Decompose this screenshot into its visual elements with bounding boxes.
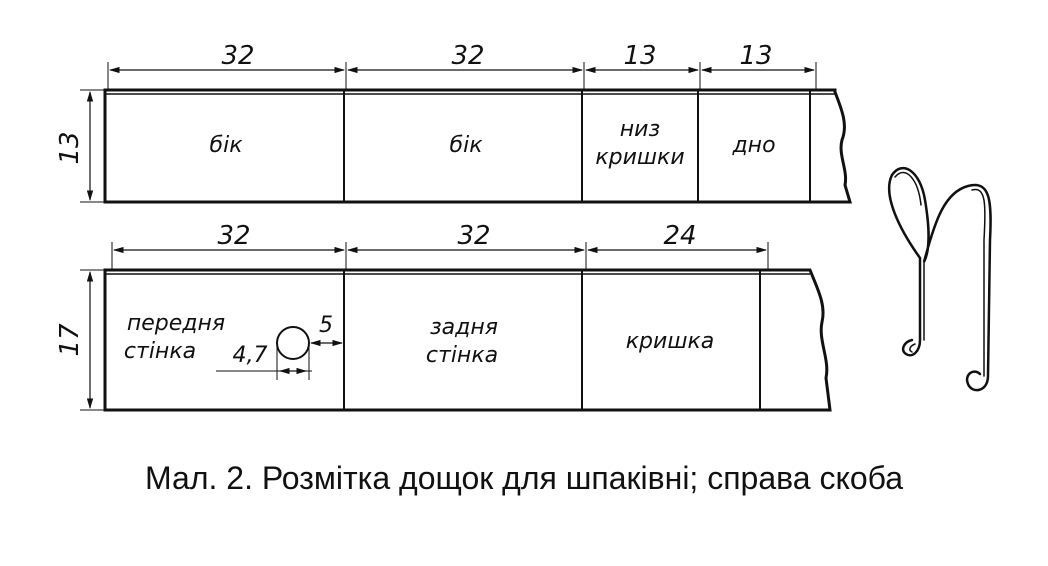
top-board-outline <box>103 88 853 204</box>
top-part-side-2: бік <box>450 133 484 158</box>
top-part-lid-bottom-line-1: низ <box>620 117 660 142</box>
top-part-lid-bottom-line-2: кришки <box>595 145 684 170</box>
bottom-board-outline <box>103 268 832 412</box>
top-height-dim: 13 <box>55 131 85 164</box>
figure-caption: Мал. 2. Розмітка дощок для шпаківні; спр… <box>145 460 903 496</box>
top-board: 32 32 13 13 13 бік бік низ кришки дно <box>55 41 853 204</box>
top-part-floor: дно <box>731 133 775 158</box>
wire-bracket-icon <box>887 166 992 392</box>
top-part-side-1: бік <box>210 133 244 158</box>
top-dim-1: 32 <box>221 41 254 71</box>
hole-offset-dim: 5 <box>319 313 333 338</box>
top-dim-4: 13 <box>739 41 772 71</box>
bottom-part-front-line-1: передня <box>127 311 225 336</box>
top-dim-2: 32 <box>451 41 484 71</box>
bottom-part-back-line-1: задня <box>430 315 498 340</box>
bottom-height-dim: 17 <box>55 323 85 357</box>
bottom-dim-2: 32 <box>457 221 490 251</box>
bottom-dim-1: 32 <box>217 221 250 251</box>
bottom-board: 32 32 24 17 передня стінка задня стінка … <box>55 221 832 412</box>
bottom-part-lid: кришка <box>626 329 714 354</box>
top-dim-3: 13 <box>623 41 656 71</box>
bottom-dim-3: 24 <box>663 221 696 251</box>
bottom-part-back-line-2: стінка <box>426 343 498 368</box>
hole-diameter-dim: 4,7 <box>233 343 268 368</box>
entrance-hole <box>276 326 310 360</box>
bottom-part-front-line-2: стінка <box>124 339 196 364</box>
